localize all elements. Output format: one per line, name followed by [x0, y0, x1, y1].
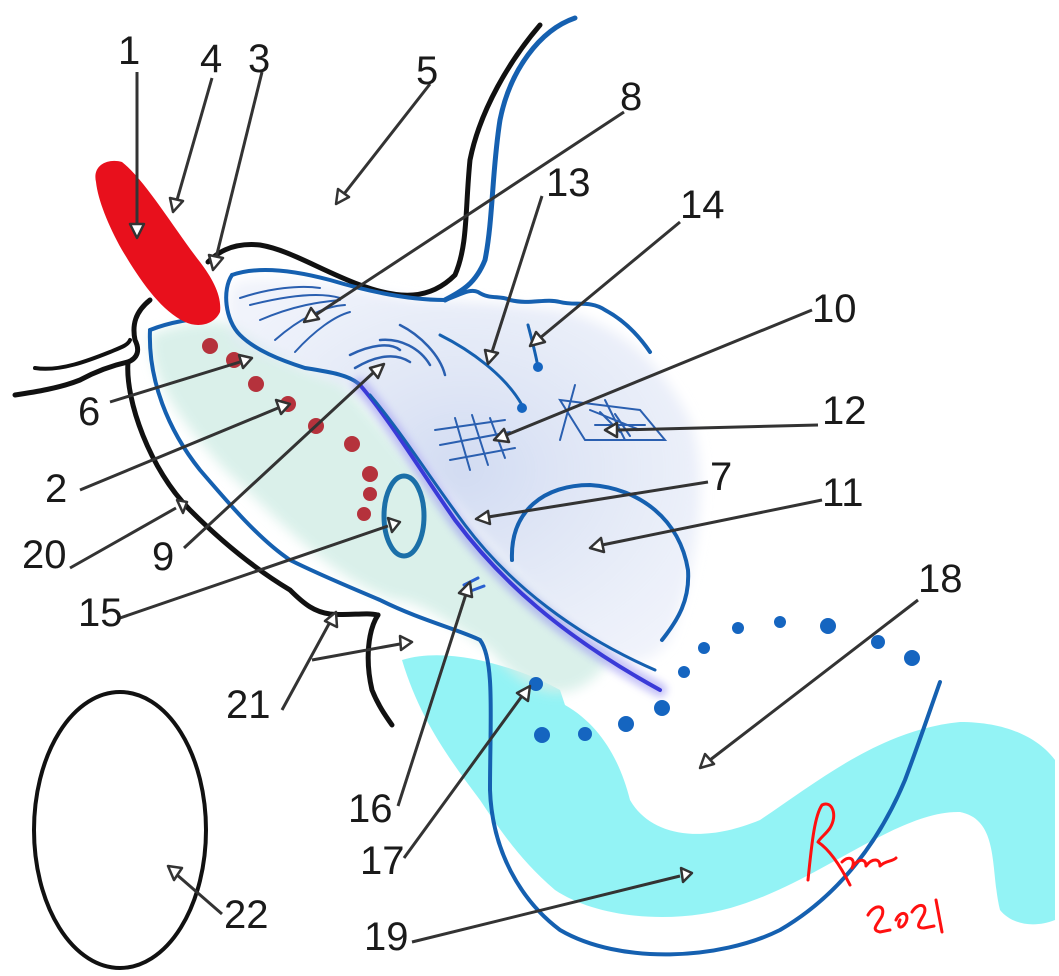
label-12: 12: [822, 389, 867, 433]
label-1: 1: [118, 29, 140, 73]
label-16: 16: [348, 787, 393, 831]
red-marker-1: [95, 161, 220, 325]
arrow-3: [209, 72, 262, 270]
label-15: 15: [78, 591, 123, 635]
ellipse-22: [34, 692, 206, 968]
label-2: 2: [45, 467, 67, 511]
label-6: 6: [78, 390, 100, 434]
label-11: 11: [822, 471, 864, 515]
label-13: 13: [546, 161, 591, 205]
feature-13-dot: [517, 403, 527, 413]
label-4: 4: [200, 37, 222, 81]
arrow-22: [168, 866, 222, 914]
label-22: 22: [224, 893, 269, 937]
arrow-5: [336, 84, 430, 204]
cyan-band: [402, 655, 1055, 924]
label-8: 8: [620, 75, 642, 119]
label-21: 21: [226, 683, 271, 727]
label-17: 17: [360, 839, 405, 883]
label-19: 19: [364, 915, 409, 959]
label-5: 5: [416, 49, 438, 93]
esophagus-wall: [445, 18, 575, 300]
label-3: 3: [248, 37, 270, 81]
label-10: 10: [812, 287, 857, 331]
arrow-4: [170, 78, 212, 212]
arrow-21b: [312, 636, 412, 660]
outer-outline-duodenum: [368, 615, 392, 725]
label-20: 20: [22, 533, 67, 577]
label-7: 7: [710, 455, 732, 499]
label-18: 18: [918, 557, 963, 601]
feature-14-dot: [533, 362, 543, 372]
label-9: 9: [152, 535, 174, 579]
label-14: 14: [680, 183, 725, 227]
arrow-21a: [282, 612, 337, 710]
